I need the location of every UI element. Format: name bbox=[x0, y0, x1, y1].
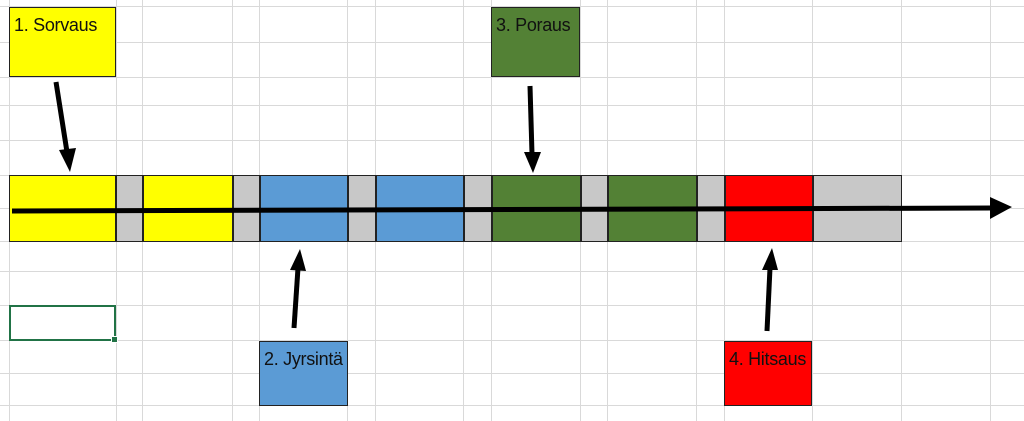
timeline-segment-welding bbox=[725, 175, 813, 242]
timeline-segment-turning-1 bbox=[9, 175, 116, 242]
timeline-segment-idle-4 bbox=[464, 175, 492, 242]
timeline-segment-drilling-2 bbox=[608, 175, 697, 242]
step-4-welding-label: 4. Hitsaus bbox=[724, 341, 812, 406]
step-1-turning-label: 1. Sorvaus bbox=[9, 7, 116, 77]
timeline-segment-milling-1 bbox=[260, 175, 348, 242]
selected-cell[interactable] bbox=[9, 305, 118, 343]
timeline-segment-turning-2 bbox=[143, 175, 233, 242]
timeline-segment-drilling-1 bbox=[492, 175, 581, 242]
timeline-segment-idle-3 bbox=[348, 175, 376, 242]
step-3-drilling-label: 3. Poraus bbox=[491, 7, 580, 77]
timeline-segment-idle-6 bbox=[697, 175, 725, 242]
step-2-milling-label: 2. Jyrsintä bbox=[259, 341, 348, 406]
timeline-segment-idle-2 bbox=[233, 175, 260, 242]
timeline-segment-idle-7 bbox=[813, 175, 902, 242]
timeline-segment-milling-2 bbox=[376, 175, 464, 242]
timeline-segment-idle-1 bbox=[116, 175, 143, 242]
timeline-segment-idle-5 bbox=[581, 175, 608, 242]
